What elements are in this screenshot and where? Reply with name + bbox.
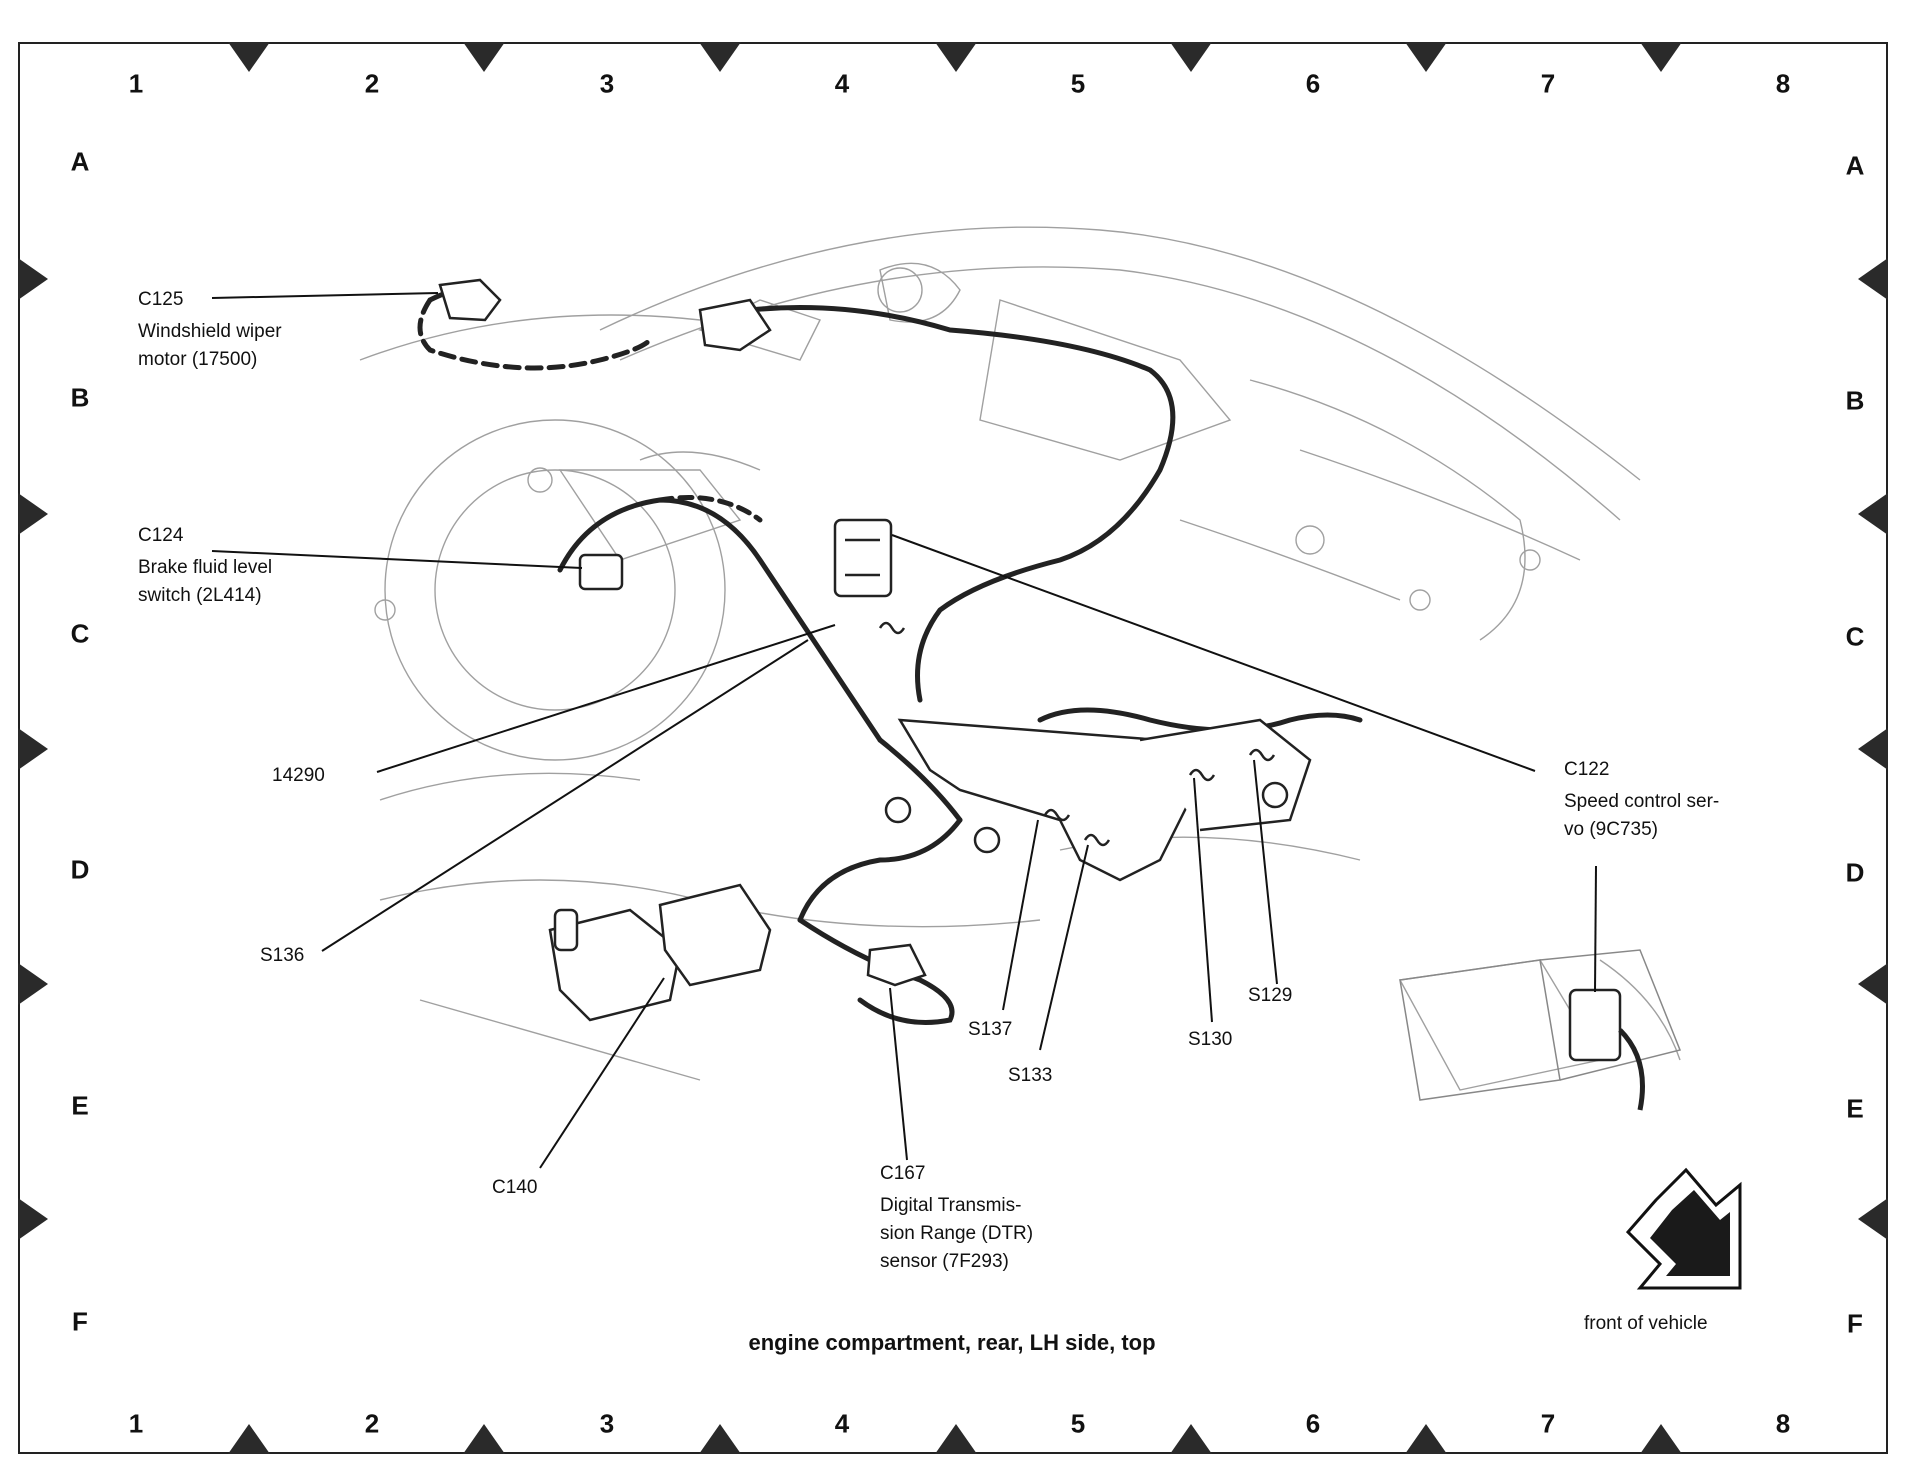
connector-c140 bbox=[548, 883, 772, 1022]
c124-id: C124 bbox=[138, 525, 184, 546]
bottom-edge-markers bbox=[228, 1424, 1682, 1454]
label-s136: S136 bbox=[260, 945, 305, 966]
c122-desc-line2: vo (9C735) bbox=[1564, 819, 1658, 840]
grid-col-4-bottom: 4 bbox=[834, 1408, 850, 1439]
grid-row-F-left: F bbox=[72, 1306, 88, 1337]
grid-col-2-bottom: 2 bbox=[364, 1408, 380, 1439]
grid-row-C-left: C bbox=[70, 618, 90, 649]
grid-col-8-top: 8 bbox=[1775, 68, 1791, 99]
c167-desc-line3: sensor (7F293) bbox=[880, 1251, 1009, 1272]
grid-col-1-top: 1 bbox=[128, 68, 144, 99]
grid-col-3-top: 3 bbox=[599, 68, 615, 99]
connector-c122-inset bbox=[1568, 988, 1645, 1111]
front-of-vehicle-arrow-icon bbox=[1625, 1167, 1742, 1290]
label-c124: C124 Brake fluid level switch (2L414) bbox=[138, 522, 272, 610]
grid-row-D-left: D bbox=[70, 854, 90, 885]
grid-row-C-right: C bbox=[1845, 621, 1865, 652]
c122-id: C122 bbox=[1564, 759, 1610, 780]
splice-marks bbox=[878, 621, 1276, 847]
label-s137: S137 bbox=[968, 1019, 1013, 1040]
label-s129: S129 bbox=[1248, 985, 1293, 1006]
label-14290: 14290 bbox=[272, 765, 325, 786]
grid-row-A-right: A bbox=[1845, 150, 1865, 181]
grid-col-6-top: 6 bbox=[1305, 68, 1321, 99]
grid-col-6-bottom: 6 bbox=[1305, 1408, 1321, 1439]
grid-col-5-bottom: 5 bbox=[1070, 1408, 1086, 1439]
grid-row-F-right: F bbox=[1847, 1308, 1863, 1339]
leader-lines bbox=[211, 292, 1597, 1169]
c125-id: C125 bbox=[138, 289, 184, 310]
label-front-of-vehicle: front of vehicle bbox=[1584, 1313, 1708, 1334]
left-edge-markers bbox=[18, 258, 48, 1240]
grid-col-5-top: 5 bbox=[1070, 68, 1086, 99]
c125-desc-line1: Windshield wiper bbox=[138, 321, 282, 342]
grid-row-E-left: E bbox=[71, 1090, 89, 1121]
speed-control-servo-inset bbox=[1399, 949, 1682, 1101]
grid-col-2-top: 2 bbox=[364, 68, 380, 99]
c167-id: C167 bbox=[880, 1163, 926, 1184]
connector-c167 bbox=[866, 943, 927, 987]
connector-c124 bbox=[578, 553, 624, 591]
bolt-fasteners bbox=[884, 781, 1289, 854]
label-s130: S130 bbox=[1188, 1029, 1233, 1050]
grid-col-8-bottom: 8 bbox=[1775, 1408, 1791, 1439]
right-edge-markers bbox=[1858, 258, 1888, 1240]
connector-c122-upper bbox=[833, 518, 893, 598]
c122-desc-line1: Speed control ser- bbox=[1564, 791, 1720, 812]
c167-desc-line2: sion Range (DTR) bbox=[880, 1223, 1034, 1244]
label-c167: C167 Digital Transmis- sion Range (DTR) … bbox=[880, 1160, 1033, 1276]
label-c140: C140 bbox=[492, 1177, 538, 1198]
label-c122: C122 Speed control ser- vo (9C735) bbox=[1564, 756, 1719, 844]
c125-desc-line2: motor (17500) bbox=[138, 349, 258, 370]
grid-row-A-left: A bbox=[70, 146, 90, 177]
grid-col-7-bottom: 7 bbox=[1540, 1408, 1556, 1439]
grid-col-3-bottom: 3 bbox=[599, 1408, 615, 1439]
grid-row-E-right: E bbox=[1846, 1093, 1864, 1124]
harness-bracket bbox=[897, 718, 1312, 882]
diagram-caption: engine compartment, rear, LH side, top bbox=[748, 1330, 1156, 1355]
grid-col-7-top: 7 bbox=[1540, 68, 1556, 99]
grid-row-B-right: B bbox=[1845, 385, 1865, 416]
grid-col-1-bottom: 1 bbox=[128, 1408, 144, 1439]
engine-sketch-background bbox=[359, 226, 1681, 1091]
c124-desc-line1: Brake fluid level bbox=[138, 557, 273, 578]
grid-row-D-right: D bbox=[1845, 857, 1865, 888]
connector-top-center bbox=[698, 298, 772, 352]
label-c125: C125 Windshield wiper motor (17500) bbox=[138, 286, 282, 374]
grid-col-4-top: 4 bbox=[834, 68, 850, 99]
grid-row-B-left: B bbox=[70, 382, 90, 413]
connector-c125 bbox=[438, 278, 502, 322]
c167-desc-line1: Digital Transmis- bbox=[880, 1195, 1022, 1216]
label-s133: S133 bbox=[1008, 1065, 1053, 1086]
top-edge-markers bbox=[228, 42, 1682, 72]
c124-desc-line2: switch (2L414) bbox=[138, 585, 262, 606]
